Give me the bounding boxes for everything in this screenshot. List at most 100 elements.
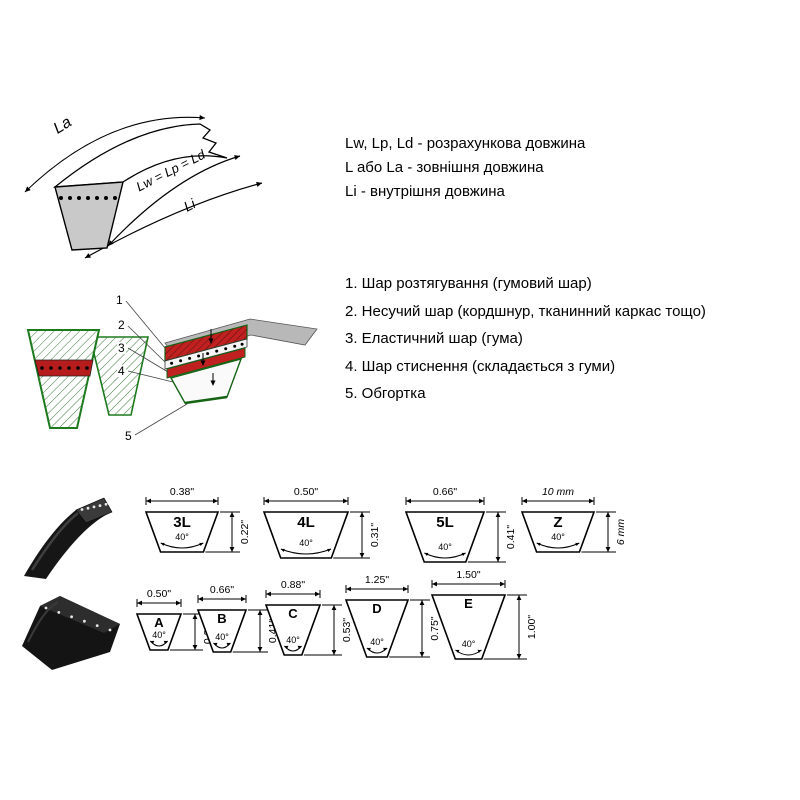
- cord-dots: [59, 196, 117, 200]
- angle-label: 40°: [462, 639, 476, 649]
- profile-trapezoid: [520, 511, 596, 553]
- la-arrow: [24, 116, 206, 193]
- belt-cross-section: [54, 181, 124, 251]
- height-label: 0.22": [239, 520, 251, 544]
- layer-2-cord-dots: [170, 342, 244, 365]
- belt-profile-A: 0.50"A40°0.31": [133, 588, 221, 670]
- angle-label: 40°: [215, 632, 229, 642]
- belt-profile-C: 0.88" C 40° 0.53": [262, 579, 360, 675]
- layer-description: 2. Несучий шар (кордшнур, тканинний карк…: [345, 302, 706, 320]
- top-width-label: 10 mm: [542, 486, 574, 498]
- top-width-label: 0.88": [281, 579, 305, 591]
- profile-letter: A: [154, 615, 164, 630]
- profile-trapezoid: [344, 599, 410, 658]
- cut-face-arrows: [200, 329, 216, 386]
- cross-section-cord-dots: [40, 366, 89, 370]
- top-width-label: 1.25": [365, 574, 389, 586]
- profile-trapezoid: [430, 594, 507, 660]
- v-belt-photo-row1: [24, 497, 113, 579]
- profile-trapezoid: [264, 604, 322, 656]
- top-width-label: 0.66": [433, 486, 457, 498]
- belt-profile-drawing-Z: 10 mm Z40° 6 mm: [520, 486, 627, 553]
- belt-profile-drawing-4L: 0.50" 4L 40° 0.31": [262, 486, 381, 559]
- angle-label: 40°: [551, 532, 565, 542]
- top-width-label: 0.66": [210, 584, 234, 596]
- angle-label: 40°: [152, 630, 166, 640]
- belt-profile-E: 1.50" E 40° 1.00": [428, 569, 545, 679]
- belt-profile-4L: 0.50" 4L 40° 0.31": [260, 486, 388, 578]
- top-width-label: 0.38": [170, 486, 194, 498]
- layer-description: 3. Еластичний шар (гума): [345, 330, 523, 347]
- belt-profile-drawing-A: 0.50"A40°0.31": [135, 588, 214, 651]
- layer-5-wrap: [184, 395, 228, 405]
- top-width-label: 0.50": [147, 588, 171, 600]
- height-label: 1.00": [526, 615, 538, 639]
- height-label: 0.75": [429, 616, 441, 640]
- profile-trapezoid: [144, 511, 220, 553]
- la-arrowhead: [199, 115, 205, 121]
- cross-section-1-hatch: [28, 330, 99, 428]
- profile-letter: 3L: [173, 514, 191, 531]
- belt-profile-drawing-C: 0.88" C 40° 0.53": [264, 579, 353, 656]
- profile-letter: E: [464, 596, 473, 611]
- layer-description: 4. Шар стиснення (складається з гуми): [345, 357, 616, 375]
- leader-lines: [125, 300, 188, 436]
- profile-letter: 5L: [436, 514, 454, 531]
- layer-number-5: 5: [124, 429, 133, 443]
- belt-band: [52, 123, 228, 188]
- layer-description: 5. Обгортка: [345, 385, 426, 402]
- cross-section-cord-band: [34, 359, 94, 377]
- layer-number-1: 1: [115, 293, 124, 307]
- top-width-label: 1.50": [456, 569, 480, 581]
- profile-letter: Z: [553, 514, 562, 531]
- layer-1-hatch: [165, 325, 247, 361]
- profile-letter: 4L: [297, 514, 315, 531]
- lw-arc: [107, 155, 241, 247]
- v-belt-photo-row2: [22, 596, 120, 670]
- top-width-label: 0.50": [294, 486, 318, 498]
- layer-3-elastic: [166, 347, 246, 379]
- profile-trapezoid: [262, 511, 350, 559]
- angle-label: 40°: [286, 635, 300, 645]
- profile-trapezoid: [404, 511, 486, 563]
- layer-description: 1. Шар розтягування (гумовий шар): [345, 275, 592, 292]
- belt-profile-drawing-D: 1.25" D 40° 0.75": [344, 574, 441, 658]
- li-arrowhead: [85, 253, 91, 258]
- belt-profile-D: 1.25" D 40° 0.75": [342, 574, 448, 677]
- profile-trapezoid: [135, 613, 183, 651]
- belt-length-diagram: [24, 115, 263, 259]
- legend-line-li: Li - внутрішня довжина: [345, 183, 505, 200]
- angle-label: 40°: [175, 532, 189, 542]
- layer-number-3: 3: [117, 341, 126, 355]
- profile-trapezoid: [196, 609, 248, 653]
- angle-label: 40°: [370, 637, 384, 647]
- profile-letter: B: [217, 611, 226, 626]
- belt-profile-drawing-E: 1.50" E 40° 1.00": [430, 569, 538, 660]
- photo1-cord-dots: [80, 502, 108, 511]
- height-label: 0.53": [341, 618, 353, 642]
- length-legend: Lw, Lp, Ld - розрахункова довжина L або …: [345, 132, 585, 204]
- height-label: 6 mm: [615, 519, 627, 546]
- layer-number-2: 2: [117, 318, 126, 332]
- legend-line-la: L або La - зовнішня довжина: [345, 159, 544, 176]
- height-label: 0.31": [369, 523, 381, 547]
- layer-description-list: 1. Шар розтягування (гумовий шар) 2. Нес…: [345, 270, 706, 408]
- layer-2-cord: [164, 338, 248, 370]
- height-label: 0.41": [505, 525, 517, 549]
- li-arrowhead: [256, 181, 262, 187]
- belt-layers-diagram: [26, 300, 318, 436]
- angle-label: 40°: [299, 538, 313, 548]
- la-arrowhead: [25, 186, 31, 192]
- profile-letter: D: [372, 601, 381, 616]
- layer-number-4: 4: [117, 364, 126, 378]
- photo2-cord-dots: [44, 606, 112, 632]
- belt-profile-drawing-B: 0.66"B40°0.41": [196, 584, 279, 653]
- profile-letter: C: [288, 606, 298, 621]
- lw-arrowhead: [234, 155, 240, 160]
